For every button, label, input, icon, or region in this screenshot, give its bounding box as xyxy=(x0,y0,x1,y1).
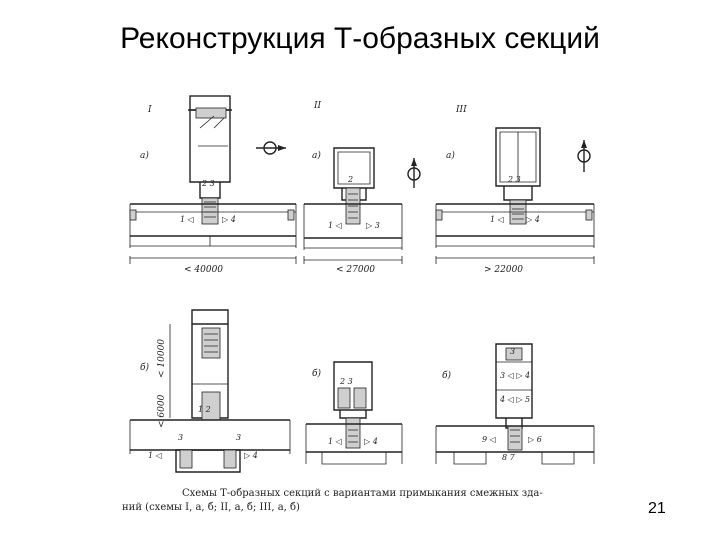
svg-text:2 3: 2 3 xyxy=(201,179,215,188)
svg-text:2 3: 2 3 xyxy=(507,175,521,184)
scheme-label-II: II xyxy=(313,101,322,111)
svg-text:▷ 4: ▷ 4 xyxy=(244,451,258,460)
dimension-Ib-upper: < 10000 xyxy=(157,339,167,378)
variant-label: а) xyxy=(312,150,321,161)
svg-text:8 7: 8 7 xyxy=(502,453,516,462)
variant-label: б) xyxy=(140,362,149,373)
scheme-label-III: III xyxy=(455,105,467,115)
schemes-drawing: I II III а) 2 3 1 ◁ ▷ 4 < 40000 а) xyxy=(122,95,595,513)
slide-title: Реконструкция Т-образных секций xyxy=(120,22,600,55)
dimension-Ia: < 40000 xyxy=(184,265,223,275)
north-arrow-icon xyxy=(407,158,421,188)
svg-text:1 ◁: 1 ◁ xyxy=(328,437,342,446)
svg-text:2: 2 xyxy=(347,175,353,184)
scheme-III-a: а) 2 3 1 ◁ ▷ 4 > 22000 xyxy=(435,127,595,275)
svg-text:3: 3 xyxy=(236,433,241,442)
scheme-label-I: I xyxy=(147,105,152,115)
svg-text:4 ◁ ▷ 5: 4 ◁ ▷ 5 xyxy=(499,395,530,404)
svg-text:2 3: 2 3 xyxy=(339,377,353,386)
svg-text:▷ 4: ▷ 4 xyxy=(526,215,540,224)
dimension-IIIa: > 22000 xyxy=(484,265,523,275)
dimension-Ib-lower: < 6000 xyxy=(157,394,167,428)
figure-caption-line1: Схемы Т-образных секций с вариантами при… xyxy=(182,488,543,499)
svg-text:1 ◁: 1 ◁ xyxy=(180,215,194,224)
scheme-II-a: а) 2 1 ◁ ▷ 3 < 27000 xyxy=(303,147,421,275)
svg-text:1 ◁: 1 ◁ xyxy=(328,221,342,230)
svg-text:1 ◁: 1 ◁ xyxy=(148,451,162,460)
scheme-I-a: а) 2 3 1 ◁ ▷ 4 < 40000 xyxy=(129,95,297,275)
north-arrow-icon xyxy=(256,141,286,155)
svg-text:3: 3 xyxy=(178,433,183,442)
variant-label: а) xyxy=(140,150,149,161)
svg-text:1 2: 1 2 xyxy=(198,405,211,414)
variant-label: б) xyxy=(312,368,321,379)
figure-caption-line2: ний (схемы I, а, б; II, а, б; III, а, б) xyxy=(122,502,300,513)
svg-text:9 ◁: 9 ◁ xyxy=(482,435,496,444)
svg-text:▷ 6: ▷ 6 xyxy=(528,435,542,444)
svg-text:▷ 3: ▷ 3 xyxy=(366,221,380,230)
scheme-I-b: б) < 10000 < 6000 1 2 3 3 1 ◁ ▷ 4 xyxy=(129,309,291,473)
svg-text:3: 3 xyxy=(510,347,515,356)
dimension-IIa: < 27000 xyxy=(336,265,375,275)
scheme-III-b: б) 3 3 ◁ ▷ 4 4 ◁ ▷ 5 9 ◁ ▷ 6 8 7 xyxy=(435,343,595,465)
svg-text:▷ 4: ▷ 4 xyxy=(364,437,378,446)
scheme-II-b: б) 2 3 1 ◁ ▷ 4 xyxy=(305,361,403,465)
t-section-schemes-figure: I II III а) 2 3 1 ◁ ▷ 4 < 40000 а) xyxy=(118,88,604,520)
svg-text:3 ◁ ▷ 4: 3 ◁ ▷ 4 xyxy=(500,371,530,380)
svg-text:1 ◁: 1 ◁ xyxy=(490,215,504,224)
svg-text:▷ 4: ▷ 4 xyxy=(222,215,236,224)
page-number: 21 xyxy=(648,500,666,517)
variant-label: б) xyxy=(442,370,451,381)
north-arrow-icon xyxy=(577,140,591,172)
variant-label: а) xyxy=(446,150,455,161)
